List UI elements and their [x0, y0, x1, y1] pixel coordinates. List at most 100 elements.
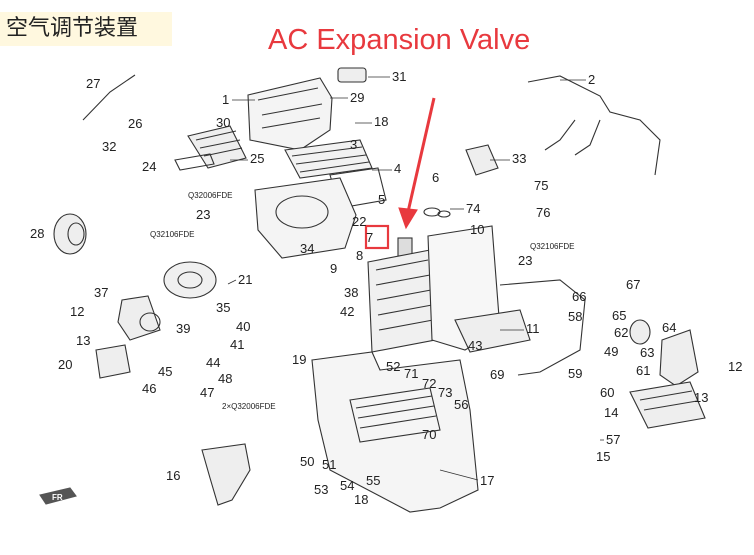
- callout-25: 25: [250, 151, 264, 166]
- leader-21: [227, 279, 237, 285]
- actuator-left-shape: [117, 295, 161, 341]
- lower-case-shape: [311, 351, 479, 513]
- callout-13: 13: [76, 333, 90, 348]
- callout-16: 16: [166, 468, 180, 483]
- callout-52: 52: [386, 359, 400, 374]
- callout-53: 53: [314, 482, 328, 497]
- callout-74: 74: [466, 201, 480, 216]
- part-20-shape: [95, 344, 131, 379]
- blower-case-shape: [254, 177, 357, 259]
- callout-18: 18: [354, 492, 368, 507]
- callout-46: 46: [142, 381, 156, 396]
- callout-76: 76: [536, 205, 550, 220]
- part-14-shape: [629, 381, 706, 429]
- callout-75: 75: [534, 178, 548, 193]
- callout-23: 23: [518, 253, 532, 268]
- callout-64: 64: [662, 320, 676, 335]
- part-74-ring-b: [437, 210, 451, 218]
- part-code-q32106fde-left: Q32106FDE: [150, 230, 194, 239]
- part-code-q32006fde: Q32006FDE: [188, 191, 232, 200]
- callout-31: 31: [392, 69, 406, 84]
- callout-66: 66: [572, 289, 586, 304]
- door-assembly-ribs: [355, 395, 437, 429]
- pointer-arrow-shaft: [406, 97, 436, 213]
- callout-51: 51: [322, 457, 336, 472]
- callout-55: 55: [366, 473, 380, 488]
- callout-1: 1: [222, 92, 229, 107]
- wire-harness-shape: [527, 75, 661, 176]
- callout-71: 71: [404, 366, 418, 381]
- callout-49: 49: [604, 344, 618, 359]
- callout-4: 4: [394, 161, 401, 176]
- callout-61: 61: [636, 363, 650, 378]
- callout-50: 50: [300, 454, 314, 469]
- part-14-ribs: [639, 390, 698, 411]
- part-31-shape: [337, 67, 367, 83]
- ac-pipe-shape: [499, 279, 586, 376]
- callout-63: 63: [640, 345, 654, 360]
- callout-labels: 27 1 29 31 2 26 30 18 32 25 3 33 24 4 6 …: [30, 69, 742, 507]
- highlight-callout-label: 7: [366, 230, 373, 245]
- callout-73: 73: [438, 385, 452, 400]
- expansion-valve-shape: [397, 237, 413, 257]
- part-28-shape: [53, 213, 87, 255]
- callout-35: 35: [216, 300, 230, 315]
- callout-12: 12: [728, 359, 742, 374]
- callout-3: 3: [350, 137, 357, 152]
- callout-38: 38: [344, 285, 358, 300]
- callout-47: 47: [200, 385, 214, 400]
- actuator-right-shape: [659, 329, 699, 387]
- part-code-labels: Q32006FDE Q32106FDE Q32106FDE 2×Q32006FD…: [150, 191, 574, 411]
- pointer-arrow-head: [398, 207, 418, 230]
- part-3-fins: [291, 146, 370, 173]
- highlight-box: [364, 224, 390, 250]
- callout-62: 62: [614, 325, 628, 340]
- callout-42: 42: [340, 304, 354, 319]
- part-illustrations: [39, 67, 706, 513]
- callout-44: 44: [206, 355, 220, 370]
- door-assembly-shape: [349, 387, 441, 443]
- blower-opening: [275, 195, 329, 229]
- callout-57: 57: [606, 432, 620, 447]
- part-39-shape: [139, 312, 161, 332]
- callout-29: 29: [350, 90, 364, 105]
- callout-60: 60: [600, 385, 614, 400]
- fr-label: FR: [52, 493, 63, 502]
- callout-11: 11: [526, 321, 540, 336]
- callout-32: 32: [102, 139, 116, 154]
- part-33-shape: [465, 144, 499, 176]
- callout-59: 59: [568, 366, 582, 381]
- blower-wheel-hub: [177, 271, 203, 289]
- part-43-shape: [454, 309, 531, 353]
- headline-ac-expansion-valve: AC Expansion Valve: [268, 24, 531, 56]
- leader-17: [439, 469, 479, 481]
- upper-case-shape: [247, 77, 333, 151]
- leader-lines: [227, 76, 604, 481]
- callout-67: 67: [626, 277, 640, 292]
- callout-41: 41: [230, 337, 244, 352]
- callout-8: 8: [356, 248, 363, 263]
- part-code-q32106fde-right: Q32106FDE: [530, 242, 574, 251]
- callout-30: 30: [216, 115, 230, 130]
- part-24-shape: [174, 153, 215, 171]
- callout-56: 56: [454, 397, 468, 412]
- part-64-shape: [629, 319, 651, 345]
- callout-6: 6: [432, 170, 439, 185]
- callout-20: 20: [58, 357, 72, 372]
- callout-72: 72: [422, 376, 436, 391]
- callout-48: 48: [218, 371, 232, 386]
- callout-54: 54: [340, 478, 354, 493]
- callout-27: 27: [86, 76, 100, 91]
- callout-10: 10: [470, 222, 484, 237]
- callout-9: 9: [330, 261, 337, 276]
- callout-12: 12: [70, 304, 84, 319]
- upper-case-ribs: [257, 87, 323, 129]
- callout-70: 70: [422, 427, 436, 442]
- callout-43: 43: [468, 338, 482, 353]
- part-code-2x-q32006fde: 2×Q32006FDE: [222, 402, 276, 411]
- callout-37: 37: [94, 285, 108, 300]
- callout-19: 19: [292, 352, 306, 367]
- callout-45: 45: [158, 364, 172, 379]
- diagram-title: 空气调节装置: [0, 12, 172, 46]
